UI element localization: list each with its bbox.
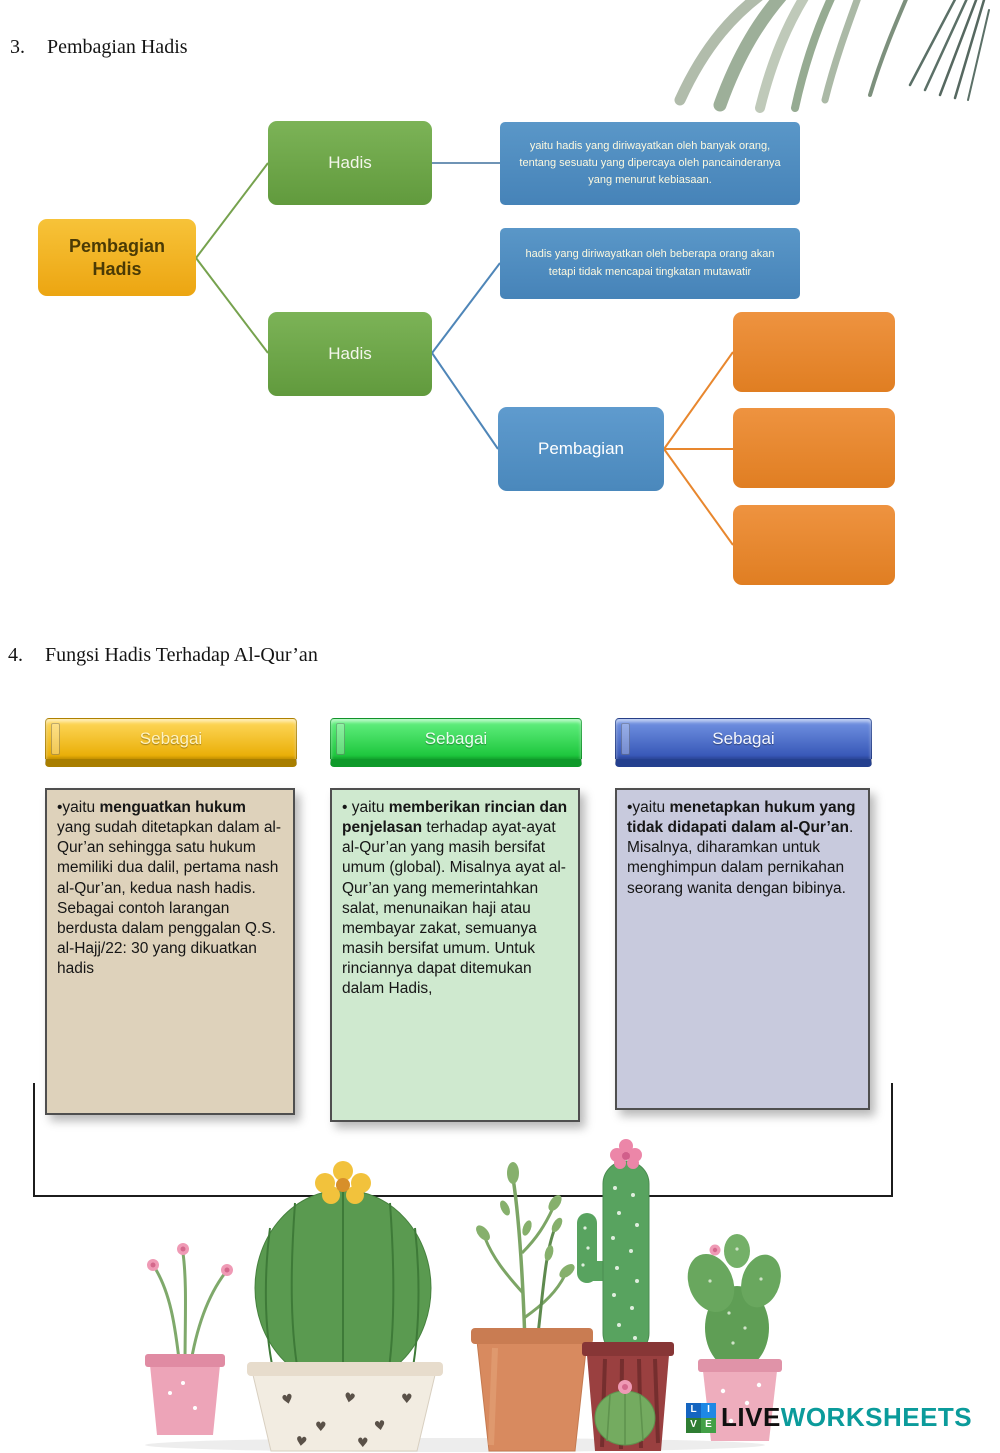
panel-2-body: • yaitu memberikan rincian dan penjelasa… <box>330 788 580 1122</box>
flowchart-desc-bottom-box: hadis yang diriwayatkan oleh beberapa or… <box>500 228 800 299</box>
flowchart-root-box: Pembagian Hadis <box>38 219 196 296</box>
leaf-decoration-icon <box>674 0 990 113</box>
section-3-number: 3. <box>10 36 25 58</box>
section-4-number: 4. <box>8 644 23 666</box>
panel-1-body: •yaitu menguatkan hukum yang sudah ditet… <box>45 788 295 1115</box>
section-4-title: Fungsi Hadis Terhadap Al-Qur’an <box>45 644 318 666</box>
panel-3-body: •yaitu menetapkan hukum yang tidak didap… <box>615 788 870 1110</box>
prickly-pear <box>687 1234 782 1441</box>
flowchart-hadis-bottom-box: Hadis <box>268 312 432 396</box>
svg-text:♥: ♥ <box>401 1392 413 1407</box>
svg-text:♥: ♥ <box>373 1418 387 1435</box>
answer-box-1[interactable] <box>733 312 895 392</box>
logo-letter-v: V <box>686 1417 701 1433</box>
grouping-bracket <box>33 1083 893 1197</box>
section-3-heading: 3. Pembagian Hadis <box>10 36 188 59</box>
flowchart-connectors <box>195 162 734 546</box>
flowchart-pembagian-box: Pembagian <box>498 407 664 491</box>
flowchart-desc-top-box: yaitu hadis yang diriwayatkan oleh banya… <box>500 122 800 205</box>
logo-letter-l: L <box>686 1402 701 1418</box>
answer-box-3[interactable] <box>733 505 895 585</box>
liveworksheets-icon: L I V E <box>686 1402 716 1433</box>
svg-text:♥: ♥ <box>342 1390 357 1407</box>
logo-letter-e: E <box>701 1417 716 1433</box>
answer-box-2[interactable] <box>733 408 895 488</box>
flowchart-hadis-top-box: Hadis <box>268 121 432 205</box>
cactus-illustration: ♥ ♥ ♥ ♥ ♥ ♥ ♥ <box>145 1139 782 1452</box>
logo-letter-i: I <box>701 1402 716 1418</box>
brand-live-text: LIVE <box>721 1402 781 1432</box>
section-3-title: Pembagian Hadis <box>47 36 188 58</box>
panel-1-header: Sebagai <box>45 718 297 767</box>
round-cactus <box>594 1380 656 1446</box>
svg-text:♥: ♥ <box>357 1436 369 1451</box>
brand-worksheets-text: WORKSHEETS <box>780 1402 973 1432</box>
spiky-plant <box>145 1243 233 1435</box>
svg-text:♥: ♥ <box>315 1420 327 1435</box>
panel-3-header: Sebagai <box>615 718 872 767</box>
section-4-heading: 4. Fungsi Hadis Terhadap Al-Qur’an <box>8 644 318 667</box>
barrel-cactus: ♥ ♥ ♥ ♥ ♥ ♥ ♥ <box>247 1161 443 1452</box>
liveworksheets-wordmark: LIVEWORKSHEETS <box>721 1402 972 1433</box>
svg-text:♥: ♥ <box>280 1392 295 1409</box>
panel-2-header: Sebagai <box>330 718 582 767</box>
svg-text:♥: ♥ <box>294 1434 308 1450</box>
liveworksheets-logo[interactable]: L I V E LIVEWORKSHEETS <box>686 1402 972 1433</box>
branching-plant <box>471 1162 593 1452</box>
